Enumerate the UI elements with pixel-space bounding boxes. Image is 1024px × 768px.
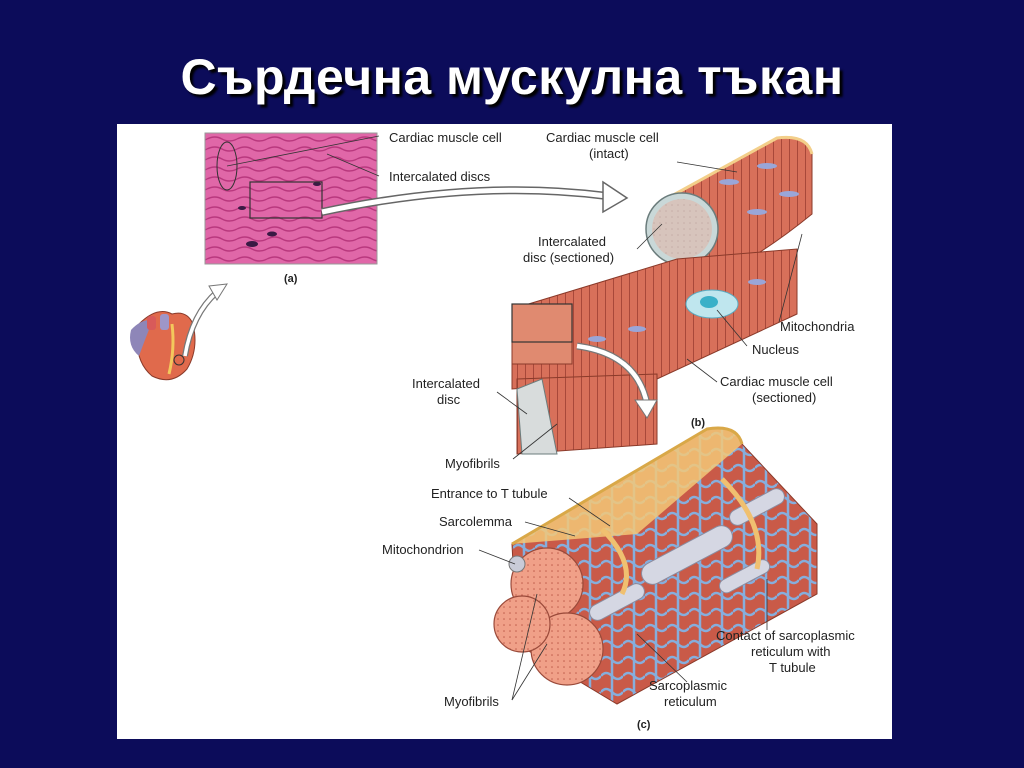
label-contact-2: reticulum with	[751, 644, 830, 659]
label-disc-sectioned-1: Intercalated	[538, 234, 606, 249]
label-contact-1: Contact of sarcoplasmic	[716, 628, 855, 643]
label-cell-sectioned-1: Cardiac muscle cell	[720, 374, 833, 389]
panel-c-tag: (c)	[637, 719, 651, 731]
panel-a-tag: (a)	[284, 273, 298, 285]
heart-illustration	[130, 311, 196, 381]
label-myofibrils-b: Myofibrils	[445, 456, 500, 471]
label-myofibrils-c: Myofibrils	[444, 694, 499, 709]
label-cell-intact-2: (intact)	[589, 146, 629, 161]
label-cardiac-muscle-cell-a: Cardiac muscle cell	[389, 130, 502, 145]
panel-b-tag: (b)	[691, 417, 705, 429]
label-sarcolemma: Sarcolemma	[439, 514, 513, 529]
label-mitochondrion: Mitochondrion	[382, 542, 464, 557]
cell-block-panel-b: (b)	[511, 135, 814, 455]
cardiac-muscle-figure: (a) Cardiac muscle cell Intercalated dis…	[117, 124, 892, 739]
label-intercalated-disc-2: disc	[437, 392, 461, 407]
label-sr-1: Sarcoplasmic	[649, 678, 728, 693]
label-mitochondria: Mitochondria	[780, 319, 855, 334]
label-t-tubule-entrance: Entrance to T tubule	[431, 486, 548, 501]
label-cell-sectioned-2: (sectioned)	[752, 390, 816, 405]
label-intercalated-discs: Intercalated discs	[389, 169, 491, 184]
label-sr-2: reticulum	[664, 694, 717, 709]
label-nucleus: Nucleus	[752, 342, 799, 357]
label-contact-3: T tubule	[769, 660, 816, 675]
label-intercalated-disc-1: Intercalated	[412, 376, 480, 391]
label-disc-sectioned-2: disc (sectioned)	[523, 250, 614, 265]
label-cell-intact-1: Cardiac muscle cell	[546, 130, 659, 145]
myofibril-panel-c: (c)	[493, 426, 818, 731]
micrograph-panel-a: (a)	[204, 132, 378, 285]
slide-title: Сърдечна мускулна тъкан	[180, 49, 844, 105]
